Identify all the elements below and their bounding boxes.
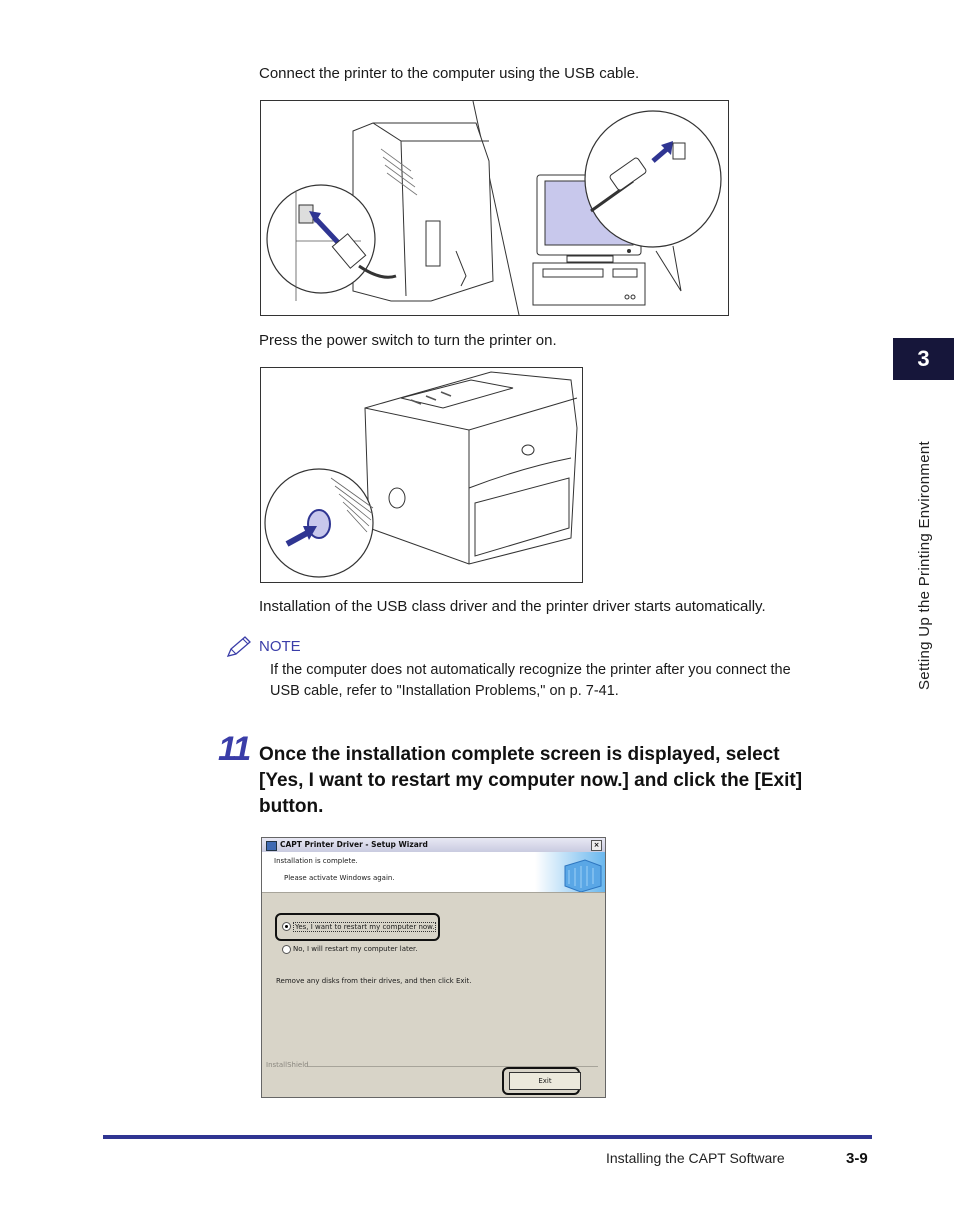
intro-text: Connect the printer to the computer usin… [259,65,640,82]
dialog-title: CAPT Printer Driver - Setup Wizard [280,840,428,849]
auto-install-text: Installation of the USB class driver and… [259,598,766,615]
printer-graphic-icon [535,852,605,892]
chapter-title: Setting Up the Printing Environment [916,441,933,690]
setup-wizard-dialog: CAPT Printer Driver - Setup Wizard × Ins… [261,837,606,1098]
step-line-3: button. [259,796,324,817]
usb-connection-illustration [260,100,729,316]
note-label: NOTE [259,638,301,655]
dialog-header: Installation is complete. Please activat… [262,852,605,893]
step-line-2: [Yes, I want to restart my computer now.… [259,770,803,791]
step-line-1: Once the installation complete screen is… [259,744,780,765]
step-number: 11 [218,730,251,768]
no-option-label[interactable]: No, I will restart my computer later. [293,945,418,953]
power-switch-drawing [264,371,578,578]
power-text: Press the power switch to turn the print… [259,332,557,349]
usb-connection-drawing [266,101,722,315]
yes-option-label[interactable]: Yes, I want to restart my computer now. [293,922,437,932]
pencil-icon [226,636,252,663]
close-icon[interactable]: × [591,840,602,851]
header-line-2: Please activate Windows again. [284,874,395,882]
dialog-instruction: Remove any disks from their drives, and … [276,977,472,985]
installshield-brand: InstallShield [266,1061,309,1069]
dialog-separator [308,1066,598,1067]
yes-option-highlight [275,913,440,941]
note-text-line-1: If the computer does not automatically r… [270,662,791,678]
page-number: 3-9 [846,1150,868,1167]
app-icon [266,841,277,851]
footer-rule [103,1135,872,1139]
chapter-tab: 3 [893,338,954,380]
note-text-line-2: USB cable, refer to "Installation Proble… [270,683,619,699]
dialog-titlebar: CAPT Printer Driver - Setup Wizard × [262,838,605,852]
yes-radio[interactable] [282,922,291,931]
exit-button[interactable]: Exit [509,1072,581,1090]
header-line-1: Installation is complete. [274,857,358,865]
power-switch-illustration [260,367,583,583]
no-radio[interactable] [282,945,291,954]
step-instruction: Once the installation complete screen is… [259,742,879,820]
footer-section-title: Installing the CAPT Software [606,1150,785,1166]
